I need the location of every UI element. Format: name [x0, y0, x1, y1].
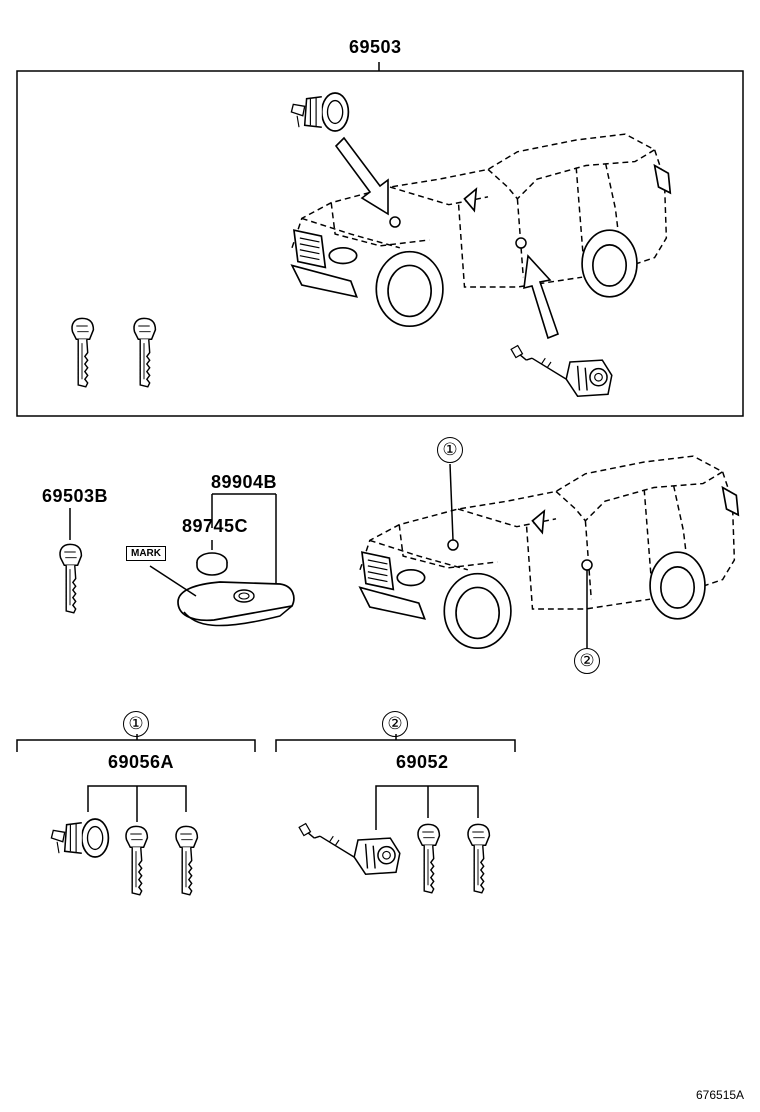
part-label-transmitter[interactable]: 89904B [211, 472, 278, 492]
top-key-2 [133, 317, 157, 388]
transmitter-illustration [177, 581, 295, 627]
top-key-1 [71, 317, 95, 388]
top-arrow-door [523, 254, 560, 340]
part-label-set2[interactable]: 69052 [396, 752, 449, 772]
part-label-set1[interactable]: 69056A [108, 752, 175, 772]
battery-illustration [196, 552, 228, 576]
part-label-kit[interactable]: 69503 [349, 37, 402, 57]
ref-circle-2-vehicle: ② [574, 648, 600, 674]
reference-vehicle-illustration [359, 455, 740, 650]
ref-circle-1-set: ① [123, 711, 149, 737]
ref-circle-2-set: ② [382, 711, 408, 737]
figure-code: 676515A [696, 1088, 745, 1102]
top-arrow-hood [334, 136, 389, 216]
set1-key-2 [175, 825, 199, 896]
part-label-battery[interactable]: 89745C [182, 516, 249, 536]
ref-circle-1-vehicle: ① [437, 437, 463, 463]
key-blank-illustration [59, 543, 83, 614]
set2-key-1 [417, 823, 441, 894]
mark-callout: MARK [126, 546, 166, 561]
set1-key-1 [125, 825, 149, 896]
set2-door-cylinder-illustration [298, 822, 401, 875]
top-ignition-cylinder-illustration [290, 92, 350, 132]
part-label-key-blank[interactable]: 69503B [42, 486, 109, 506]
set1-ignition-cylinder-illustration [50, 818, 110, 858]
top-door-cylinder-illustration [510, 344, 613, 397]
kit-frame [16, 70, 744, 417]
set2-key-2 [467, 823, 491, 894]
